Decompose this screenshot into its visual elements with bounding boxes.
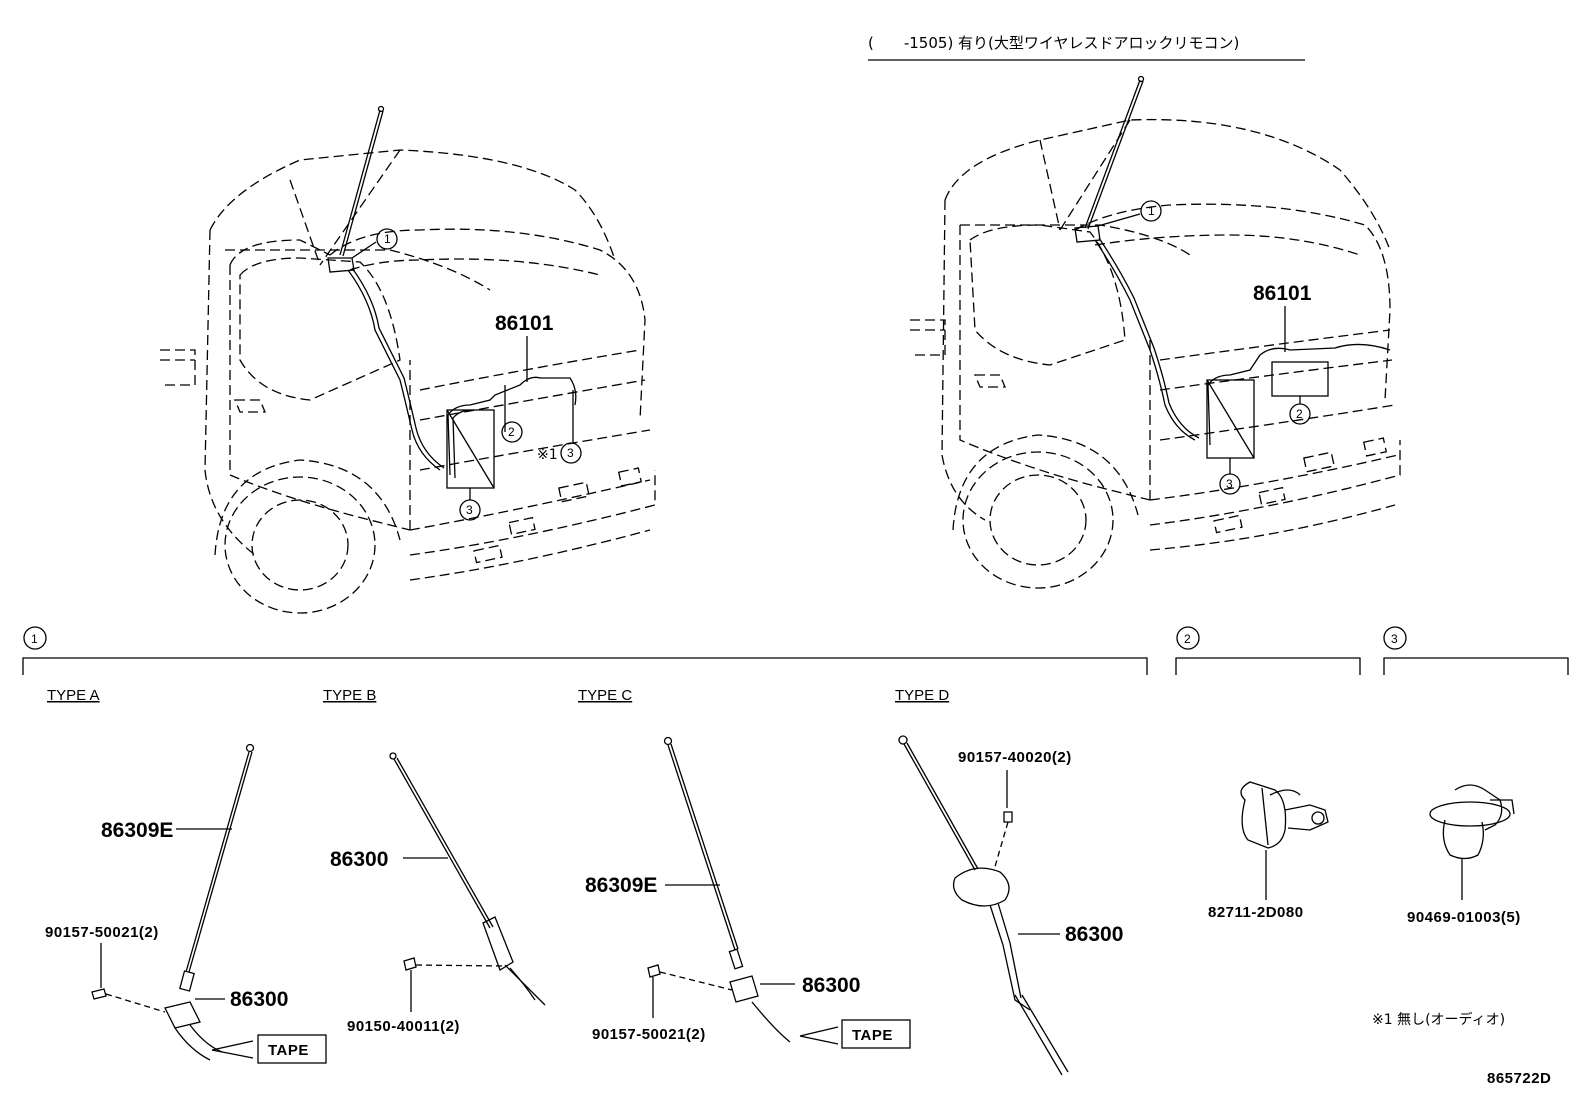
note-mark-left: ※1 [537,447,558,463]
part-86101-right: 86101 [1253,282,1312,305]
wire-clip-drawing [1240,781,1329,849]
type-a-screw-part: 90157-50021(2) [45,924,159,941]
svg-text:2: 2 [1184,632,1191,646]
svg-text:3: 3 [1391,632,1398,646]
section-2-bracket [1175,657,1361,675]
callout-2-right [1289,403,1311,425]
type-c-tape-box [841,1019,911,1049]
section-1-bracket [22,657,1148,675]
clamp-drawing [1429,784,1515,860]
section-3-bracket [1383,657,1569,675]
type-b-screw-part: 90150-40011(2) [347,1018,460,1035]
svg-text:2: 2 [508,425,515,439]
svg-text:1: 1 [31,632,38,646]
callout-1-right [1140,200,1162,222]
type-b-drawing [389,752,546,1006]
type-d-base-part: 86300 [1065,923,1123,946]
type-c-label: TYPE C [578,687,632,704]
part-86101-left: 86101 [495,312,554,335]
type-d-screw-part: 90157-40020(2) [958,749,1072,766]
callout-3-left-a [560,442,582,464]
type-c-drawing [647,736,791,1043]
type-c-base-part: 86300 [802,974,860,997]
callout-3-right [1219,473,1241,495]
truck-left [160,149,656,614]
callout-2-left [501,421,523,443]
type-a-rod-part: 86309E [101,819,173,842]
clamp-part: 90469-01003(5) [1407,909,1521,926]
condition-header: ( -1505) 有り(大型ワイヤレスドアロックリモコン) [868,34,1239,52]
diagram-id: 865722D [1487,1070,1551,1087]
type-a-drawing [91,743,255,1061]
svg-text:3: 3 [466,503,473,517]
section-2-marker [1176,626,1200,650]
svg-text:3: 3 [1226,477,1233,491]
clip-part: 82711-2D080 [1208,904,1304,921]
type-a-tape-label: TAPE [268,1042,309,1059]
type-c-rod-part: 86309E [585,874,657,897]
truck-right [910,118,1401,589]
type-d-label: TYPE D [895,687,949,704]
type-a-tape-box [257,1034,327,1064]
callout-1-left [376,228,398,250]
svg-text:1: 1 [1148,204,1155,218]
section-1-marker [23,626,47,650]
type-c-screw-part: 90157-50021(2) [592,1026,706,1043]
type-b-rod-part: 86300 [330,848,388,871]
type-a-base-part: 86300 [230,988,288,1011]
antenna-left [327,105,445,471]
type-d-drawing [898,735,1069,1076]
callout-3-left-b [459,499,481,521]
antenna-right [1074,75,1200,441]
section-3-marker [1383,626,1407,650]
svg-text:1: 1 [384,232,391,246]
type-b-label: TYPE B [323,687,376,704]
type-c-tape-label: TAPE [852,1027,893,1044]
svg-text:3: 3 [567,446,574,460]
harness-right [1206,343,1391,459]
footnote: ※1 無し(オーディオ) [1372,1011,1505,1028]
type-a-label: TYPE A [47,687,100,704]
svg-text:2: 2 [1296,407,1303,421]
